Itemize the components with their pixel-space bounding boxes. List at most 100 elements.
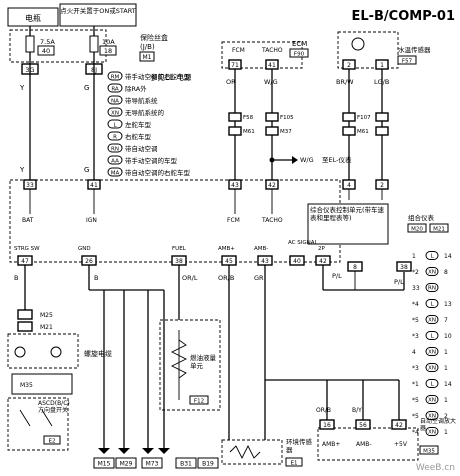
water-sensor-box [337, 31, 399, 69]
battery-label: 电瓶 [25, 13, 41, 23]
rt-val: 13 [444, 301, 452, 308]
wire-pl-label: P/L [332, 272, 342, 280]
sensor-pin-2: 2 [347, 62, 351, 69]
ecm-title: ECM [292, 40, 307, 48]
fuse1-amp: 7.5A [40, 38, 55, 46]
unit-bot-conn-40 [289, 255, 305, 266]
rt-val: 7 [444, 317, 448, 324]
ecm-mid-conn-2 [265, 126, 279, 136]
ground-code-box [197, 457, 219, 469]
ground-symbol [142, 448, 154, 454]
ground-code-box [175, 457, 197, 469]
ground-code-m15: M15 [98, 461, 111, 468]
rt-code: L [430, 254, 434, 260]
unit-bot-pin-45: 45 [225, 258, 233, 265]
rt-code: XN [428, 350, 436, 356]
wire-orl-label: OR/L [182, 274, 198, 282]
legend-text: 带手动空调的车型 [125, 156, 178, 165]
sensor-mid-conn-2 [342, 126, 356, 136]
ascd-label: ASCD(B/C)方向盘开关 [38, 400, 70, 414]
ground-code-b31: B31 [180, 461, 192, 468]
sensor-mid-conn-2 [375, 126, 389, 136]
legend-code: R [113, 135, 117, 141]
legend-code: RA [111, 87, 119, 93]
ground-code-box [115, 457, 137, 469]
relay-box [11, 373, 73, 395]
ground-code-m29: M29 [120, 461, 133, 468]
ecm-code-box [289, 48, 309, 58]
legend-text: 带自动空调 [125, 144, 158, 153]
unit-bot-pin-26: 26 [85, 258, 93, 265]
ascd-code: E2 [49, 439, 56, 445]
unit-bot-pin-42: 42 [319, 258, 327, 265]
right-table: 1 L 14 *2 XN 8 33 RN *4 L 13 *5 XN 7 [412, 251, 452, 436]
rt-val: 8 [444, 269, 448, 276]
ground-symbol [98, 448, 110, 454]
legend: RM 带手动空调的右舵车型 RA 除RA外 NA 带导航系统 XN 无导航系统的… [107, 71, 191, 177]
conn-m37: M37 [280, 129, 292, 135]
conn-38-right [396, 261, 412, 272]
fuse-block-code: M1 [143, 54, 152, 61]
arrow-to-meter [292, 156, 298, 164]
water-sensor-label: 水温传感器 [398, 45, 431, 54]
rt-no: *5 [412, 317, 419, 324]
rt-no: *5 [412, 413, 419, 420]
wire-pl-label-2: P/L [394, 278, 404, 286]
meter-code-2: M21 [433, 227, 445, 233]
ground-symbols [98, 448, 170, 454]
wire-b-label: B [94, 274, 98, 282]
legend-code: XN [111, 111, 119, 117]
wire-orb-amp: OR/B [316, 407, 331, 414]
legend-code: RN [111, 147, 119, 153]
sensor-code: F57 [402, 59, 413, 65]
fuse-block-code-box [139, 51, 155, 62]
spiral-coil [14, 346, 26, 358]
fuel-code: F12 [194, 399, 204, 405]
wire-by-amp: B/Y [352, 407, 362, 414]
meter-desc: 综合仪表控制单元(带车速表和里程表等) [310, 206, 385, 222]
ecm-mid-conn-2 [228, 126, 242, 136]
wire-or-label: OR [226, 78, 236, 86]
pin-fuel: FUEL [172, 246, 187, 252]
pin-amb-plus: AMB+ [218, 246, 235, 252]
ascd-switch-blade [41, 409, 53, 427]
rt-no: 4 [412, 349, 416, 356]
rt-no: *2 [412, 269, 419, 276]
legend-text: 左舵车型 [125, 120, 152, 129]
fuel-unit-box [159, 319, 221, 411]
rt-val: 1 [444, 397, 448, 404]
ascd-switch-blade [19, 409, 31, 427]
conn-m25-label: M25 [40, 312, 53, 319]
wire-br-label: B [14, 274, 18, 282]
wire-y-label-2: Y [19, 166, 25, 174]
pin-fcm: FCM [227, 217, 240, 224]
pin-ac-signal: AC SIGNAL [288, 240, 319, 246]
amp-label-fo: 自动空调放大器 [420, 418, 456, 432]
rt-code: XN [428, 270, 436, 276]
amp-pin-42: 42 [395, 422, 403, 429]
rt-code: XN [428, 430, 436, 436]
amp-pin-ambminus: AMB- [356, 441, 372, 448]
fuse1-no-box [37, 45, 55, 56]
fuse-block-id: (J/B) [140, 43, 155, 51]
fuel-label: 燃油液量单元 [190, 354, 216, 370]
wire-wg-label: W/G [264, 78, 278, 86]
ascd-box [7, 397, 69, 451]
rt-code: XN [428, 366, 436, 372]
amb-label-fo: 环境传感器 [286, 438, 312, 454]
water-sensor-symbol [351, 37, 365, 51]
legend-text: 带手动空调的右舵车型 [125, 72, 191, 81]
legend-text: 无导航系统的 [125, 108, 165, 117]
ground-symbol [158, 448, 170, 454]
legend-code: MA [111, 171, 120, 177]
meter-code-box-2 [429, 223, 449, 233]
rt-code: XN [428, 414, 436, 420]
legend-code: AA [111, 159, 119, 165]
meter-title: 组合仪表 [408, 213, 435, 222]
spiral-label: 螺旋电缆 [84, 349, 112, 358]
amp-pin-5v: +5V [394, 441, 408, 448]
sensor-mid-conn [342, 112, 356, 122]
fuel-resistor-zig [170, 339, 188, 379]
pin-ign: IGN [86, 217, 97, 224]
rt-val: 1 [444, 429, 448, 436]
